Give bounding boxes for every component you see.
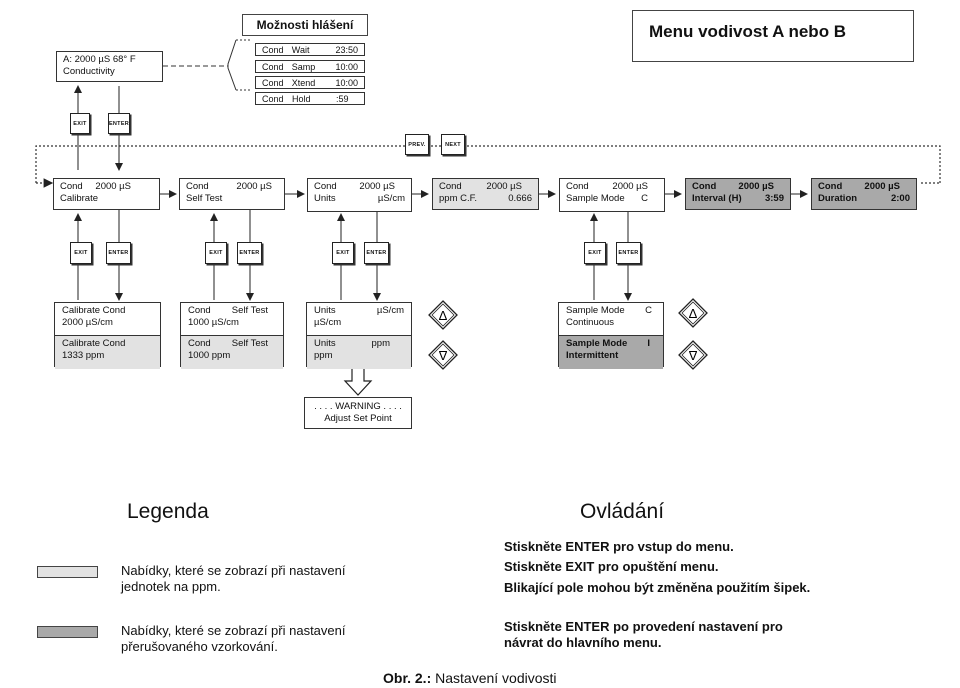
controls-line: Stiskněte ENTER pro vstup do menu. — [504, 539, 734, 554]
loop-line — [35, 145, 941, 183]
menu-title: Menu vodivost A nebo B — [632, 10, 914, 62]
svg-text:Δ: Δ — [689, 306, 698, 321]
legend-text: Nabídky, které se zobrazí při nastavení … — [121, 563, 346, 594]
exit-button[interactable]: EXIT — [332, 242, 354, 264]
prev-button[interactable]: PREV. — [405, 134, 429, 155]
up-arrow-key-icon[interactable]: Δ — [678, 298, 708, 328]
svg-text:Δ: Δ — [439, 308, 448, 323]
legend-title: Legenda — [127, 500, 209, 523]
controls-line: Stiskněte ENTER po provedení nastavení p… — [504, 619, 783, 650]
exit-button[interactable]: EXIT — [205, 242, 227, 264]
hollow-down-arrow — [343, 365, 373, 396]
figure-caption: Obr. 2.: Nastavení vodivosti — [383, 670, 557, 686]
svg-text:Δ: Δ — [688, 348, 697, 363]
enter-button[interactable]: ENTER — [106, 242, 131, 264]
legend-swatch-dark — [37, 626, 98, 638]
up-arrow-key-icon[interactable]: Δ — [428, 300, 458, 330]
controls-title: Ovládání — [580, 500, 665, 523]
warning-box: . . . . WARNING . . . . Adjust Set Point — [304, 397, 412, 429]
exit-button[interactable]: EXIT — [70, 113, 90, 134]
submenu-calibrate: Calibrate Cond 2000 µS/cm Calibrate Cond… — [54, 302, 161, 369]
legend-text: Nabídky, které se zobrazí při nastavení … — [121, 623, 346, 654]
down-arrow-key-icon[interactable]: Δ — [428, 340, 458, 370]
next-button[interactable]: NEXT — [441, 134, 465, 155]
exit-button[interactable]: EXIT — [584, 242, 606, 264]
enter-button[interactable]: ENTER — [616, 242, 641, 264]
legend-swatch-light — [37, 566, 98, 578]
enter-button[interactable]: ENTER — [237, 242, 262, 264]
report-title: Možnosti hlášení — [242, 14, 368, 36]
exit-button[interactable]: EXIT — [70, 242, 92, 264]
down-arrow-key-icon[interactable]: Δ — [678, 340, 708, 370]
enter-button[interactable]: ENTER — [364, 242, 389, 264]
main-display: A: 2000 µS 68° F Conductivity — [56, 51, 163, 82]
svg-text:Δ: Δ — [438, 348, 447, 363]
controls-line: Stiskněte EXIT pro opuštění menu. — [504, 559, 719, 574]
enter-button[interactable]: ENTER — [108, 113, 130, 134]
controls-line: Blikající pole mohou být změněna použití… — [504, 580, 811, 595]
